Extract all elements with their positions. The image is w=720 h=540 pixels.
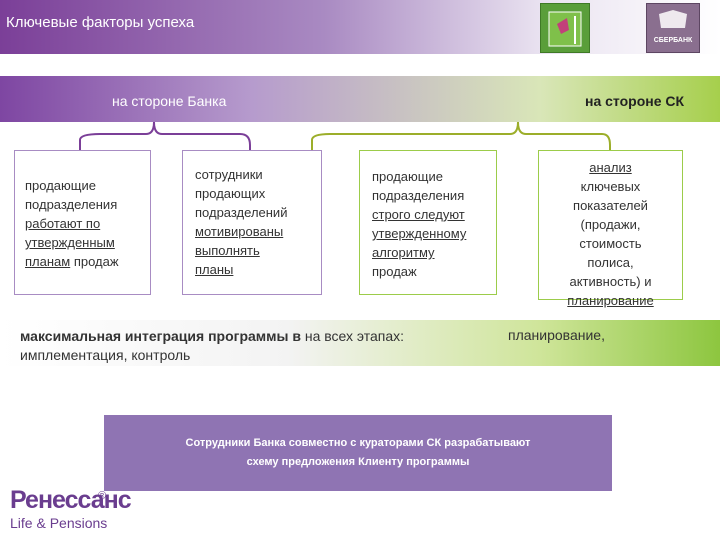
box-text: выполнять [195,243,260,258]
joint-scheme-line1: Сотрудники Банка совместно с кураторами … [185,437,531,449]
bank-emblem-icon [659,10,687,28]
brand-subtitle: Life & Pensions [10,515,108,531]
grouping-braces [79,121,611,150]
box-text: продающие [372,169,443,184]
box-text: активность) и [569,274,652,289]
bank-factor-motivation: сотрудники продающих подразделений мотив… [182,150,322,295]
box-text: продаж [372,264,417,279]
integration-right-text: планирование, [508,327,605,343]
bank-logo: СБЕРБАНК [646,3,700,53]
joint-scheme-text: Сотрудники Банка совместно с кураторами … [104,434,612,472]
box-text: планы [195,262,234,277]
box-text: утвержденному [372,226,467,241]
box-text: утвержденным [25,235,115,250]
sides-band [0,76,720,122]
sk-side-label: на стороне СК [585,93,685,109]
box-text: продающих [195,186,266,201]
bank-factor-sales-plans: продающие подразделения работают по утве… [14,150,151,295]
integration-line2: имплементация, контроль [20,347,191,363]
box-text: сотрудники [195,167,263,182]
box-text: мотивированы [195,224,284,239]
joint-scheme-box [104,415,612,491]
brand-registered-mark: ® [98,490,107,502]
box-text: алгоритму [372,245,435,260]
box-text: анализ [589,160,632,175]
header-bar [0,0,720,54]
box-text: подразделения [372,188,465,203]
box-text: планам продаж [25,254,119,269]
box-text: показателей [573,198,648,213]
integration-band [0,320,720,366]
joint-scheme-line2: схему предложения Клиенту программы [246,456,470,468]
box-text: продающие [25,178,96,193]
box-text: стоимость [579,236,642,251]
box-text: работают по [25,216,101,231]
box-text: ключевых [580,179,641,194]
box-text: (продажи, [580,217,641,232]
box-text: подразделений [195,205,288,220]
integration-text: максимальная интеграция программы в на в… [20,327,500,365]
app-logo [540,3,590,53]
box-text: планирование [567,293,654,308]
integration-bold: максимальная интеграция программы в [20,328,301,344]
integration-rest: на всех этапах: [300,328,405,344]
bank-side-label: на стороне Банка [112,93,227,109]
box-text: строго следуют [372,207,465,222]
sk-factor-analysis: анализ ключевых показателей (продажи, ст… [538,150,683,308]
sk-factor-algorithm: продающие подразделения строго следуют у… [359,150,497,295]
page-title: Ключевые факторы успеха [6,14,195,31]
box-text: подразделения [25,197,118,212]
bank-logo-text: СБЕРБАНК [653,37,693,44]
brand-name: Ренессанс [10,486,132,514]
box-text: полиса, [587,255,634,270]
chair-icon [548,11,582,47]
